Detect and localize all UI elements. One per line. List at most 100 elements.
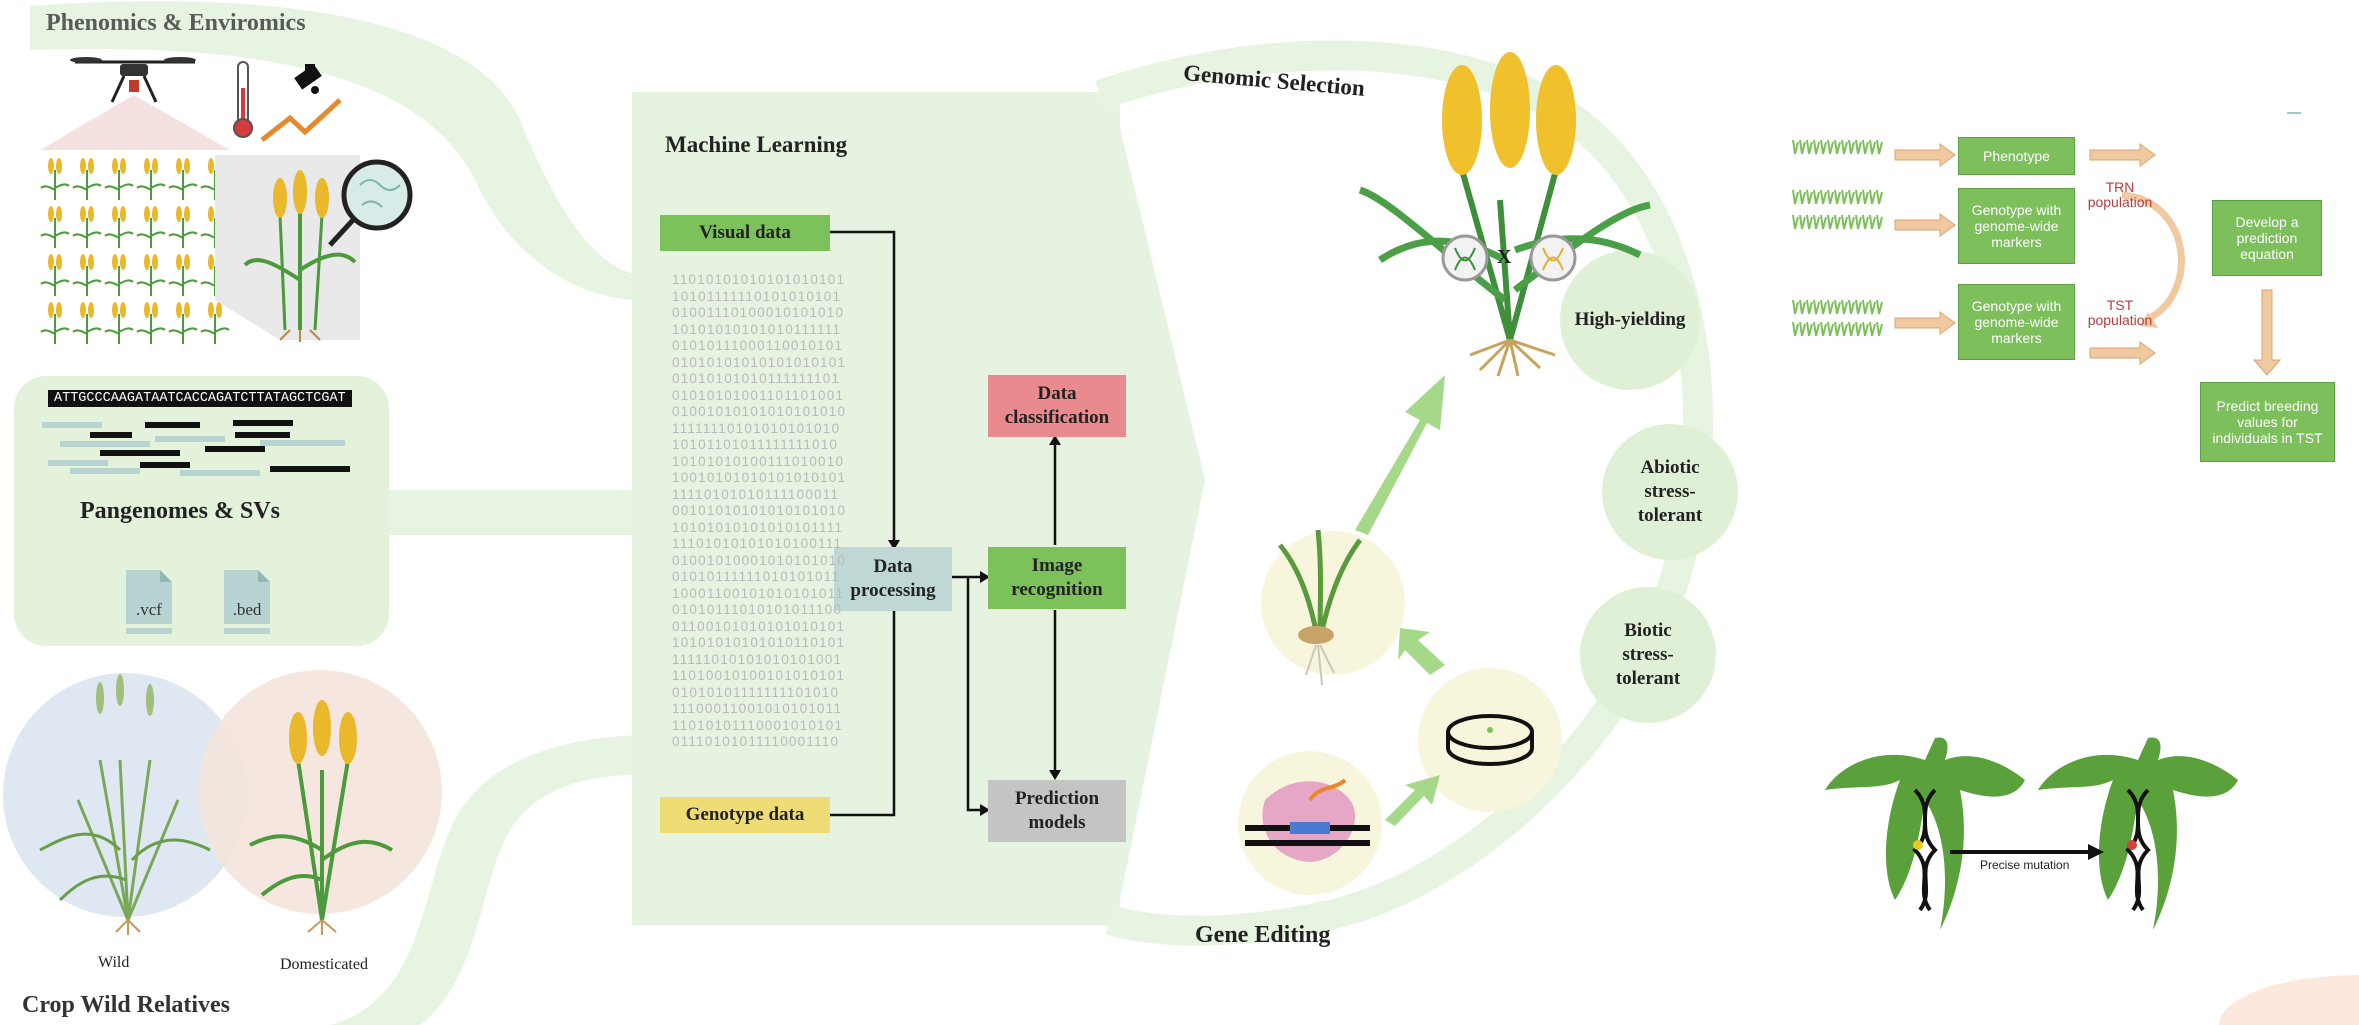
small-wheat-plant <box>168 158 198 200</box>
binary-line: 11110101010111100011 <box>672 486 840 502</box>
wild-plant <box>39 674 211 935</box>
gs-sprout <box>1806 214 1813 230</box>
binary-line: 01010101010111111101 <box>672 371 841 386</box>
gs-sprout <box>1820 214 1827 230</box>
wild-circle <box>3 673 247 917</box>
small-wheat-plant <box>136 206 166 248</box>
image-recognition-box: Image recognition <box>988 547 1126 609</box>
gs-sprout <box>1820 321 1827 337</box>
vcf-file-label: .vcf <box>136 600 162 619</box>
gs-sprout <box>1799 321 1806 337</box>
bed-file-label: .bed <box>232 600 262 619</box>
binary-line: 01010111000110010101 <box>672 338 844 353</box>
gs-sprout <box>1876 321 1883 337</box>
gs-sprout <box>1876 189 1883 205</box>
gs-sprout <box>1862 214 1869 230</box>
phenomics-title: Phenomics & Enviromics <box>46 10 306 36</box>
gs-genotype-trn-box: Genotype with genome-wide markers <box>1958 188 2075 264</box>
gs-sprout <box>1799 299 1806 315</box>
gs-sprout <box>1827 321 1834 337</box>
data-processing-box: Data processing <box>834 547 952 611</box>
gs-sprout <box>1862 321 1869 337</box>
magnifier-icon <box>328 159 413 247</box>
gs-sprout <box>1827 214 1834 230</box>
gs-sprout <box>1869 321 1876 337</box>
gs-sprout <box>1813 139 1820 155</box>
gs-sprout <box>1869 189 1876 205</box>
tomato-plant-before <box>1825 737 2025 930</box>
gs-genotype-tst-box: Genotype with genome-wide markers <box>1958 284 2075 360</box>
sequencing-reads <box>42 420 350 476</box>
biotic-circle-bg <box>1580 587 1716 723</box>
gs-tst-label: TST population <box>2087 297 2153 329</box>
binary-line: 11100011001010101011 <box>672 701 843 716</box>
gs-sprout <box>1834 321 1841 337</box>
gs-sprout <box>1862 299 1869 315</box>
binary-line: 01001110100010101010 <box>672 305 845 320</box>
small-wheat-plant <box>168 254 198 296</box>
gs-sprout <box>1841 139 1848 155</box>
abiotic-circle-bg <box>1602 424 1738 560</box>
precise-mutation-label: Precise mutation <box>1980 858 2070 872</box>
high-yielding-circle-bg <box>1560 250 1700 390</box>
pangenomes-title: Pangenomes & SVs <box>80 498 281 524</box>
binary-line: 01010101111111101010 <box>672 684 840 700</box>
gs-sprout <box>1855 139 1862 155</box>
gs-sprout <box>1806 139 1813 155</box>
binary-line: 11010101110001010101 <box>672 717 844 733</box>
small-wheat-plant <box>72 206 102 248</box>
binary-line: 11111010101010101001 <box>672 651 843 667</box>
gs-plant-rows <box>1792 139 1883 337</box>
ml-title: Machine Learning <box>665 132 848 157</box>
small-wheat-plant <box>168 302 198 344</box>
genotype-data-box: Genotype data <box>660 797 830 833</box>
binary-line: 11010010100101010101 <box>672 668 846 683</box>
drone-icon <box>70 57 196 103</box>
binary-line: 01010101010101010101 <box>672 354 847 370</box>
binary-line: 01010111111010101011 <box>672 569 841 584</box>
binary-line: 11101010101010100111 <box>672 536 843 551</box>
gs-sprout <box>1869 214 1876 230</box>
gs-sprout <box>1820 299 1827 315</box>
tomato-plant-after <box>2038 737 2238 930</box>
small-wheat-plant <box>136 158 166 200</box>
gs-sprout <box>1848 189 1855 205</box>
small-wheat-plant <box>104 254 134 296</box>
vcf-file-icon <box>126 570 172 634</box>
ml-connectors <box>830 230 1057 817</box>
domesticated-plant <box>249 700 394 935</box>
gs-sprout <box>1876 214 1883 230</box>
small-wheat-plant <box>72 158 102 200</box>
crispr-icon <box>1245 778 1370 862</box>
gs-sprout <box>1813 299 1820 315</box>
binary-line: 10010101010101010101 <box>672 470 847 485</box>
gs-sprout <box>1792 299 1799 315</box>
gs-sprout <box>1813 321 1820 337</box>
gs-sprout <box>1848 214 1855 230</box>
gs-sprout <box>1827 139 1834 155</box>
ml-panel-bg <box>632 92 1205 925</box>
gs-sprout <box>1813 189 1820 205</box>
gs-sprout <box>1876 139 1883 155</box>
binary-line: 01001010001010101010 <box>672 552 847 568</box>
gs-sprout <box>1834 214 1841 230</box>
drone-scan-cone <box>40 95 230 150</box>
small-wheat-plant <box>200 302 230 344</box>
binary-line: 10101010101010110101 <box>672 635 846 650</box>
seedling-circle <box>1261 531 1405 675</box>
small-wheat-plant <box>104 158 134 200</box>
gs-sprout <box>1848 139 1855 155</box>
gs-sprout <box>1869 299 1876 315</box>
gs-sprout <box>1855 321 1862 337</box>
small-wheat-plant <box>104 206 134 248</box>
gs-sprout <box>1827 189 1834 205</box>
band-crop-wild <box>330 735 640 1025</box>
gs-sprout <box>1799 214 1806 230</box>
gs-sprout <box>1827 299 1834 315</box>
binary-line: 01110101011110001110 <box>672 734 840 749</box>
gs-sprout <box>1834 189 1841 205</box>
gs-sprout <box>1841 299 1848 315</box>
gs-curved-arrow <box>2121 191 2185 322</box>
reference-sequence: ATTGCCCAAGATAATCACCAGATCTTATAGCTCGAT <box>48 390 352 407</box>
